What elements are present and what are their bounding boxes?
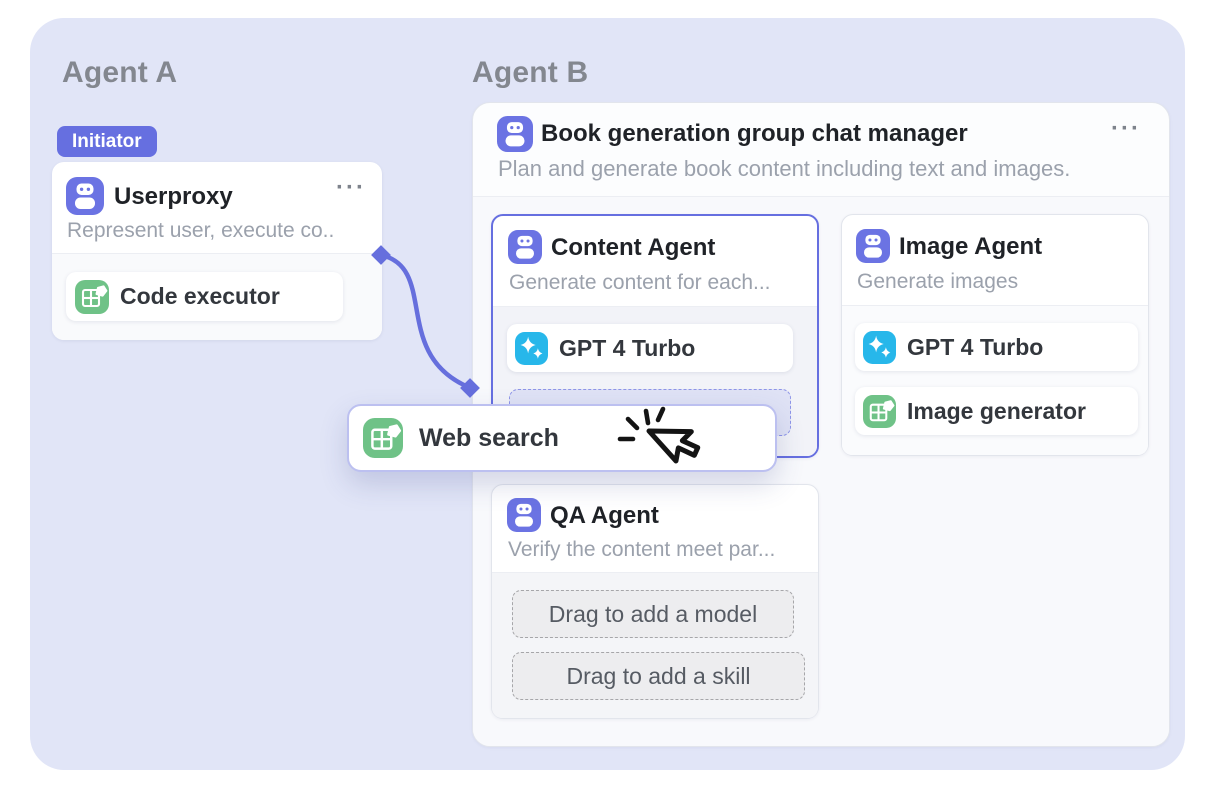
more-menu-icon[interactable]: ··· [1111,115,1141,142]
model-chip-label: GPT 4 Turbo [559,334,696,361]
robot-icon [507,498,541,532]
more-menu-icon[interactable]: ··· [336,174,366,201]
skill-icon [863,395,896,428]
gpt4-turbo-model-chip[interactable]: GPT 4 Turbo [507,324,793,372]
image-agent-name: Image Agent [899,233,1043,260]
manager-description: Plan and generate book content including… [498,156,1071,181]
userproxy-description: Represent user, execute co.. [67,219,335,242]
robot-icon [856,229,890,263]
model-drop-label: Drag to add a model [548,600,758,627]
qa-agent-description: Verify the content meet par... [508,538,776,561]
agent-b-title: Agent B [472,56,589,89]
skill-drop-label: Drag to add a skill [566,662,751,689]
skill-chip-label: Image generator [907,397,1086,424]
skill-chip-label: Code executor [120,283,280,309]
manager-name: Book generation group chat manager [541,120,968,147]
model-icon [515,332,548,365]
qa-agent-card[interactable]: QA Agent Verify the content meet par... … [491,484,819,719]
divider [492,572,818,573]
model-icon [863,331,896,364]
userproxy-agent-card[interactable]: Userproxy ··· Represent user, execute co… [52,162,382,340]
gpt4-turbo-model-chip[interactable]: GPT 4 Turbo [855,323,1138,371]
drag-chip-label: Web search [419,423,559,452]
divider [493,306,817,307]
code-executor-skill-chip[interactable]: Code executor [66,272,343,321]
model-drop-target[interactable]: Drag to add a model [512,590,794,638]
skill-icon [75,280,109,314]
divider [473,196,1169,197]
image-agent-description: Generate images [857,270,1019,293]
robot-icon [508,230,542,264]
robot-icon [66,177,104,215]
model-chip-label: GPT 4 Turbo [907,333,1044,360]
userproxy-name: Userproxy [114,183,233,210]
divider [52,253,382,254]
qa-agent-name: QA Agent [550,502,659,529]
divider [842,305,1148,306]
content-agent-description: Generate content for each... [509,271,771,294]
web-search-drag-chip[interactable]: Web search [347,404,777,472]
initiator-badge: Initiator [57,126,157,157]
image-agent-card[interactable]: Image Agent Generate images GPT 4 Turbo … [841,214,1149,456]
skill-icon [363,418,403,458]
image-generator-skill-chip[interactable]: Image generator [855,387,1138,435]
content-agent-name: Content Agent [551,234,716,261]
skill-drop-target[interactable]: Drag to add a skill [512,652,805,700]
agent-a-title: Agent A [62,56,178,89]
robot-icon [497,116,533,152]
